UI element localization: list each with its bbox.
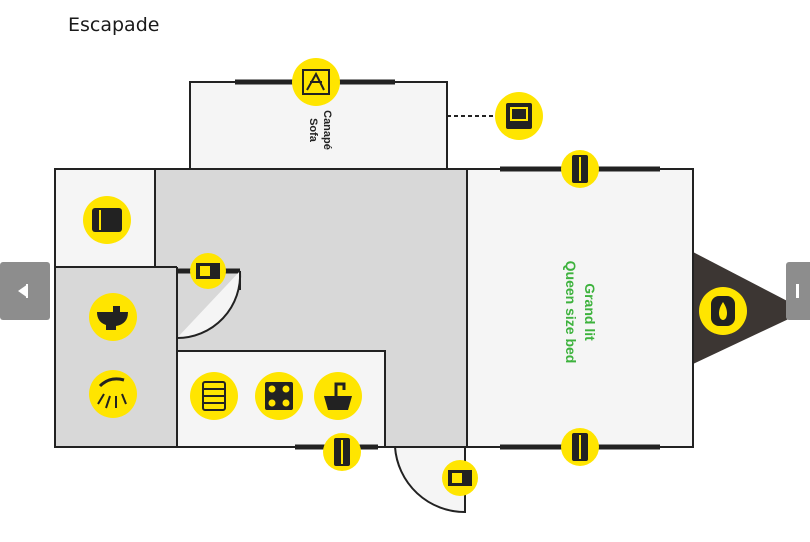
- heater-icon: [190, 372, 238, 420]
- window-kitchen-icon: [323, 433, 361, 471]
- propane-tank-icon: [699, 287, 747, 335]
- arrow-left-icon: [18, 284, 28, 298]
- stove-icon: [255, 372, 303, 420]
- hand-crank-window-icon: [292, 58, 340, 106]
- fridge-icon: [83, 196, 131, 244]
- sofa-label-line2: Sofa: [307, 118, 319, 143]
- window-icon: [495, 92, 543, 140]
- page-title: Escapade: [68, 14, 160, 36]
- shower-icon: [89, 370, 137, 418]
- bed-label-line1: Grand lit: [582, 283, 598, 341]
- door-icon: [190, 253, 226, 289]
- previous-button[interactable]: [0, 262, 50, 320]
- toilet-icon: [89, 293, 137, 341]
- entry-door-icon: [442, 460, 478, 496]
- window-top-right-icon: [561, 150, 599, 188]
- sofa-label: Canapé Sofa: [307, 110, 333, 150]
- next-button[interactable]: [786, 262, 810, 320]
- bed-room: [467, 169, 693, 447]
- bed-label-line2: Queen size bed: [563, 261, 579, 364]
- window-bottom-right-icon: [561, 428, 599, 466]
- sink-icon: [314, 372, 362, 420]
- sofa-label-line1: Canapé: [321, 110, 333, 150]
- arrow-right-icon: [796, 284, 799, 298]
- entry-door-swing: [393, 446, 466, 514]
- bed-label: Grand lit Queen size bed: [563, 261, 598, 364]
- kitchen-counter-wall: [177, 350, 386, 447]
